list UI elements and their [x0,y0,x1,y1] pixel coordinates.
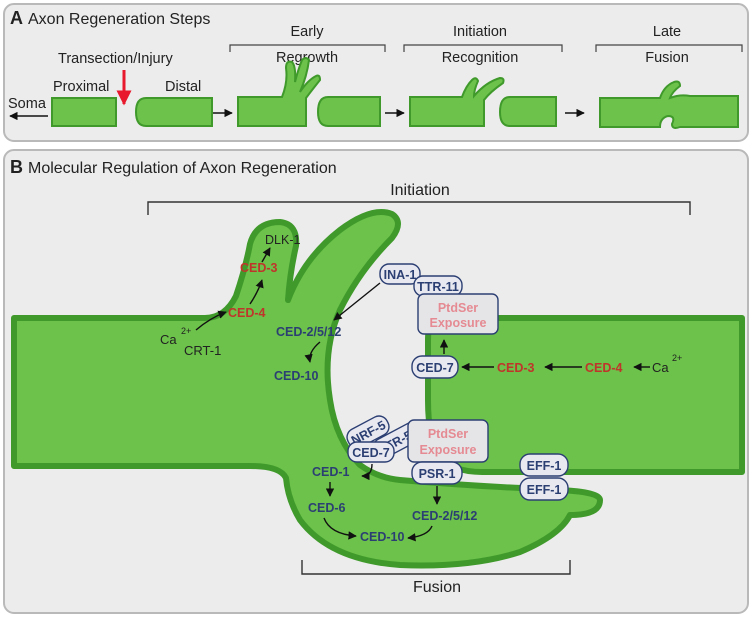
arrow-ced2512-ced10 [304,341,321,363]
late-fused-axon [599,80,739,129]
mol-ptdser-top-2: Exposure [430,316,487,330]
proximal-segment [51,97,117,127]
mol-ced10-bottom: CED-10 [360,530,405,544]
initiation-distal [498,96,557,127]
arrow-ced2512-ced10-bottom [407,525,433,542]
mol-ced7-right: CED-7 [416,361,454,375]
mol-ca-left-sup: 2+ [181,326,191,336]
proximal-label: Proximal [53,79,109,95]
fusion-label: Fusion [413,579,461,596]
late-bracket [595,44,743,52]
pill-nrf5 [346,415,390,449]
arrow-ced3-dlk1 [261,247,271,263]
fusion-bracket [301,560,571,575]
mol-ced1: CED-1 [312,465,350,479]
mol-ptdser-bot-1: PtdSer [428,427,468,441]
mol-ptdser-bot-2: Exposure [420,443,477,457]
mol-ca-left: Ca [160,332,177,347]
initiation-label: Initiation [390,182,450,199]
mol-crt1: CRT-1 [184,343,221,358]
panel-b-letter: B [10,157,23,177]
stage-init-top: Initiation [453,24,507,40]
mol-ptdser-top-1: PtdSer [438,301,478,315]
stage-early-top: Early [290,24,324,40]
ptdser-box-top [417,293,499,335]
early-bracket [229,44,386,52]
panel-a-title: Axon Regeneration Steps [28,11,210,28]
pill-ced7-right [411,355,459,379]
arrow-ced6-ced10 [323,517,357,540]
pill-ced7-bottom [347,441,395,463]
initiation-proximal [409,76,505,127]
stage-init-bottom: Recognition [442,50,519,66]
pill-eff1-b [519,477,569,501]
pill-psr1 [411,461,463,485]
stage-late-top: Late [653,24,681,40]
mol-ttr11: TTR-11 [417,280,459,294]
mol-eff1-b: EFF-1 [527,483,562,497]
mol-ced2512-bottom: CED-2/5/12 [412,509,477,523]
stage-late-bottom: Fusion [645,50,689,66]
mol-ina1: INA-1 [384,268,417,282]
injury-label: Transection/Injury [58,51,173,67]
mol-ced10-top: CED-10 [274,369,319,383]
regenerating-axon [11,209,603,569]
mol-ca-right-sup: 2+ [672,353,682,363]
arrow-ina1-ced2512 [333,282,381,321]
early-proximal [237,57,322,127]
mol-dlk1: DLK-1 [265,233,300,247]
mol-ced7-bottom: CED-7 [352,446,390,460]
arrow-ca-ced4 [195,310,227,331]
arrow-ced7-ced1 [361,463,373,481]
mol-ced4-right: CED-4 [585,361,623,375]
mol-eff1-a: EFF-1 [527,459,562,473]
panel-b-title: Molecular Regulation of Axon Regeneratio… [28,160,337,177]
early-distal [316,96,381,127]
distal-label: Distal [165,79,201,95]
mol-ced3-left: CED-3 [240,261,278,275]
mol-ced6: CED-6 [308,501,346,515]
mol-ced3-right: CED-3 [497,361,535,375]
arrow-ced4-ced3 [249,279,264,305]
distal-segment [134,97,213,127]
initiation-bracket [147,201,691,215]
initiation-bracket-a [403,44,563,52]
mol-ced2512-top: CED-2/5/12 [276,325,341,339]
pill-eff1-a [519,453,569,477]
pill-ina1 [379,263,421,285]
mol-psr1: PSR-1 [419,467,456,481]
panel-a-letter: A [10,8,23,28]
soma-label: Soma [8,96,47,112]
mol-ca-right: Ca [652,360,669,375]
mol-ced4-left: CED-4 [228,306,266,320]
